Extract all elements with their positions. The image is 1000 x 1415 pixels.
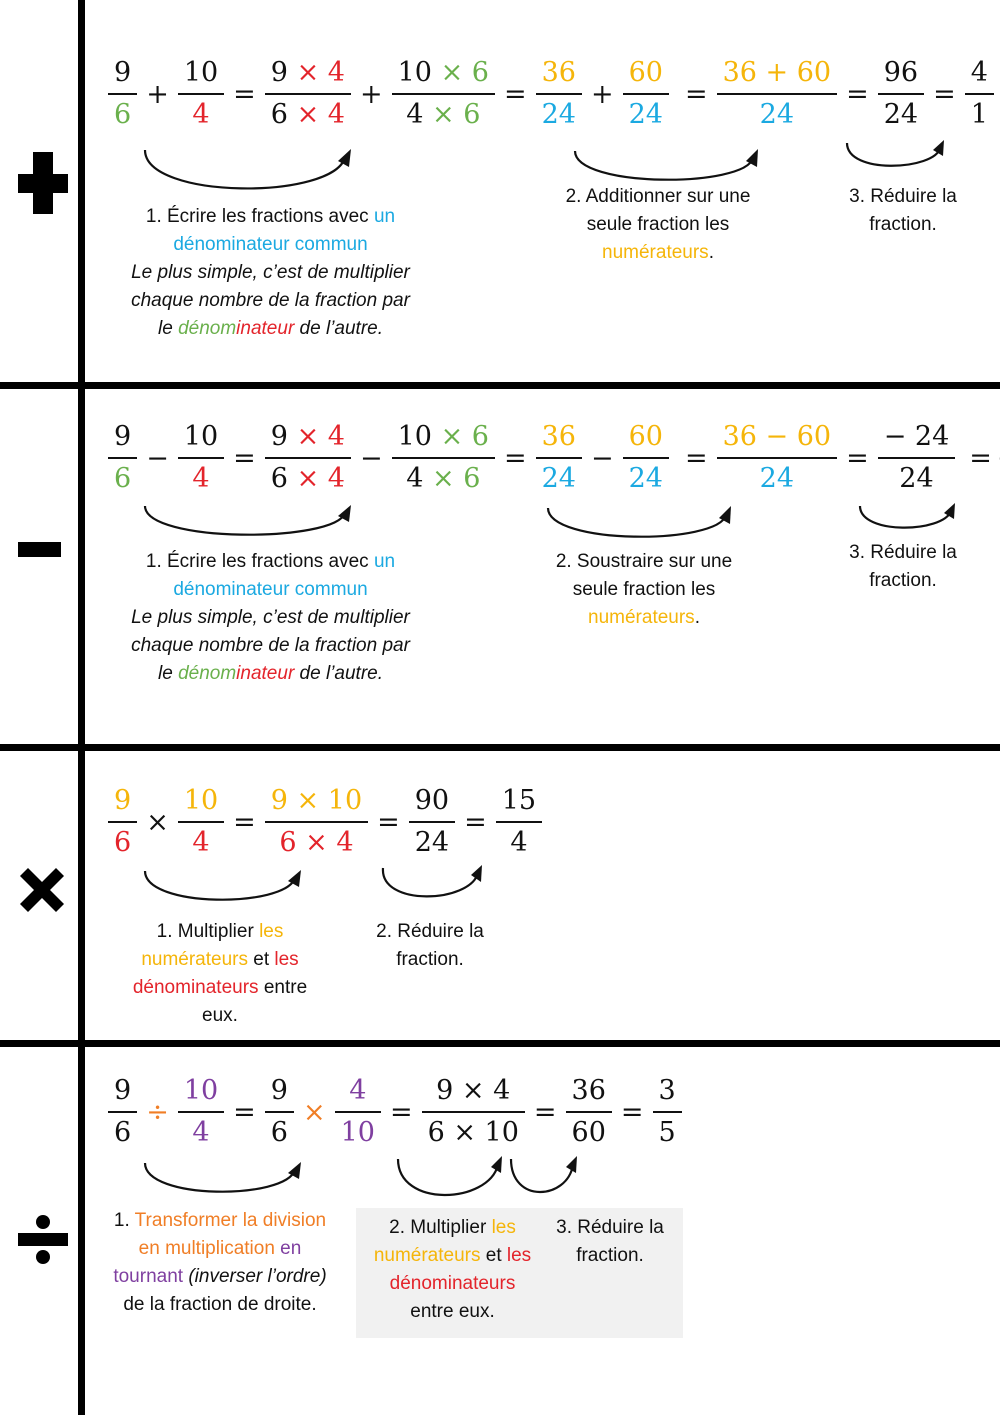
curved-arrow-icon [143, 149, 351, 190]
division-step-2: 2. Multiplier les numérateurs et les dén… [373, 1217, 532, 1322]
curved-arrow-icon [858, 503, 955, 529]
curved-arrow-icon [143, 1162, 301, 1193]
curved-arrow-icon [509, 1156, 577, 1194]
curved-arrow-icon [143, 505, 351, 536]
addition-step-1: 1. Écrire les fractions avec un dénomina… [131, 206, 410, 339]
section-divider-1 [0, 382, 1000, 389]
curved-arrow-icon [573, 149, 758, 181]
vertical-divider [78, 0, 85, 1415]
division-step-1: 1. Transformer la division en multiplica… [113, 1210, 327, 1315]
curved-arrow-icon [396, 1156, 502, 1197]
section-divider-2 [0, 744, 1000, 751]
plus-icon [18, 152, 68, 214]
minus-icon [18, 542, 61, 557]
curved-arrow-icon [845, 140, 944, 167]
curved-arrow-icon [381, 865, 482, 898]
curved-arrow-icon [143, 870, 301, 901]
curved-arrow-icon [546, 506, 731, 538]
division-icon [18, 1215, 68, 1264]
multiplication-step-1: 1. Multiplier les numérateurs et les dén… [132, 921, 308, 1026]
highlight-box [356, 1208, 683, 1338]
section-divider-3 [0, 1040, 1000, 1047]
subtraction-step-1: 1. Écrire les fractions avec un dénomina… [131, 551, 410, 684]
times-icon [20, 868, 64, 912]
